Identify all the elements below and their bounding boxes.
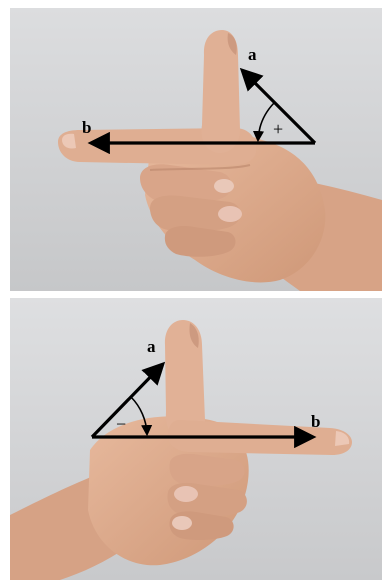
vector-a-label-bottom: a: [147, 337, 156, 356]
vector-a-label-top: a: [248, 45, 257, 64]
angle-sign-top: +: [273, 119, 283, 139]
panel-bottom: a b −: [10, 298, 382, 580]
vector-a-bottom: [90, 361, 166, 439]
vector-b-label-top: b: [82, 118, 91, 137]
panel-top: a b +: [10, 8, 382, 291]
angle-arc-top: [252, 102, 275, 143]
hand-bottom: [10, 320, 352, 580]
angle-sign-bottom: −: [116, 414, 126, 434]
angle-arc-bottom: [130, 396, 153, 437]
vector-b-label-bottom: b: [311, 412, 320, 431]
vector-a-top: [239, 67, 317, 145]
hand-top: [58, 30, 382, 291]
